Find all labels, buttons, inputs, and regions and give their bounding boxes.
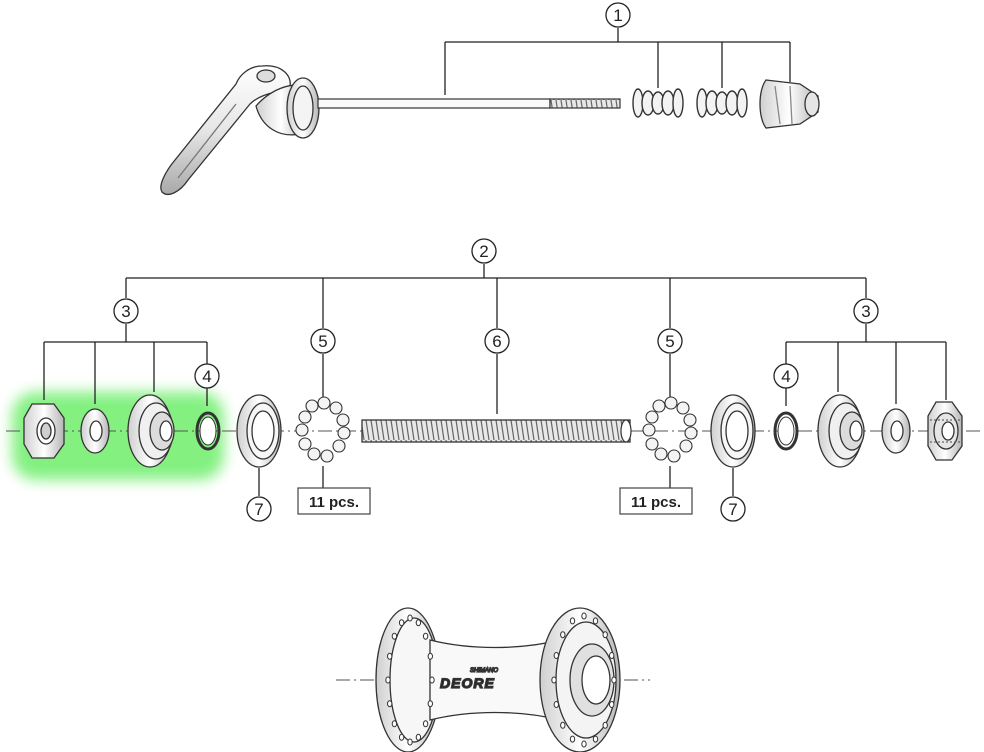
qty-label-right: 11 pcs. [631,494,681,511]
locknut-left [23,403,65,459]
callout-5-left-label: 5 [318,332,327,351]
callout-4-left-label: 4 [202,367,211,386]
hub-flange-right [539,607,621,752]
spoke-hole [391,632,398,640]
spoke-hole [602,631,608,639]
spoke-hole [569,617,576,625]
spoke-hole [560,721,566,729]
spoke-hole [422,632,429,640]
callout-7-left: 7 [246,468,272,522]
callout-3-right: 3 [853,298,879,324]
skewer-adjusting-nut [759,79,820,129]
callout-4-right-label: 4 [781,367,790,386]
callout-3-left-label: 3 [121,302,130,321]
spoke-hole [609,701,615,708]
callout-2-bracket [125,264,867,328]
spoke-hole [391,720,398,728]
spoke-hole [398,619,405,627]
callout-2: 2 [471,238,497,264]
callout-1-bracket [444,28,791,95]
spoke-hole [407,738,413,746]
spoke-holes-right [551,612,617,748]
qty-box-left: 11 pcs. [297,466,371,515]
hub-flange-left [375,607,441,752]
dust-cap-left [236,394,282,468]
spring-right [696,88,748,118]
spoke-hole [415,619,422,627]
callout-7-left-label: 7 [254,500,263,519]
cone-left [127,394,175,468]
spoke-hole [407,614,413,622]
selection-highlight [12,392,224,480]
callout-5-right: 5 [657,328,683,398]
callout-2-label: 2 [479,242,488,261]
spoke-hole [427,700,433,708]
washer-right [881,408,911,454]
seal-ring-left [195,411,221,451]
callout-3-left-bracket [43,324,208,406]
spoke-hole [592,735,599,743]
qty-box-right: 11 pcs. [619,466,693,515]
callout-1: 1 [605,2,631,28]
callout-5-right-label: 5 [665,332,674,351]
spoke-hole [385,676,391,684]
quick-release-assembly: 1 [160,2,820,195]
locknut-right [927,401,963,461]
hub-axle [361,419,632,443]
callout-3-right-label: 3 [861,302,870,321]
spoke-hole [602,721,608,729]
qty-label-left: 11 pcs. [309,494,359,511]
spring-left [632,88,684,118]
hub-body: SHIMANO DEORE [336,607,650,752]
callout-6-label: 6 [492,332,501,351]
spoke-hole [553,701,559,708]
spoke-hole [569,735,576,743]
quick-release-lever [160,65,320,195]
dust-cap-right [710,394,756,468]
hub-maker-label: SHIMANO [470,668,498,674]
cone-right [817,394,865,468]
callout-3-right-bracket [785,324,947,406]
spoke-hole [560,631,566,639]
spoke-hole [387,652,393,660]
spoke-hole [611,676,617,684]
spoke-hole [581,612,587,620]
callout-1-label: 1 [613,6,622,25]
spoke-holes-left [385,614,435,746]
callout-3-left: 3 [113,298,139,324]
hub-model-label: DEORE [440,675,495,691]
washer-left [80,408,110,454]
ball-bearings-right [642,396,698,463]
spoke-hole [592,617,599,625]
spoke-hole [609,652,615,659]
spoke-hole [551,676,557,684]
callout-6: 6 [484,328,510,414]
spoke-hole [422,720,429,728]
hub-axle-assembly: 2 3 4 [6,238,980,522]
callout-7-right-label: 7 [728,500,737,519]
spoke-hole [415,733,422,741]
callout-5-left: 5 [310,328,336,398]
skewer-rod [317,98,621,109]
ball-bearings-left [295,396,351,463]
spoke-hole [387,700,393,708]
spoke-hole [429,676,435,684]
spoke-hole [553,652,559,659]
callout-4-left: 4 [194,363,220,389]
seal-ring-right [773,411,799,451]
callout-7-right: 7 [720,468,746,522]
spoke-hole [427,652,433,660]
callout-4-right: 4 [773,363,799,389]
spoke-hole [581,740,587,748]
spoke-hole [398,733,405,741]
